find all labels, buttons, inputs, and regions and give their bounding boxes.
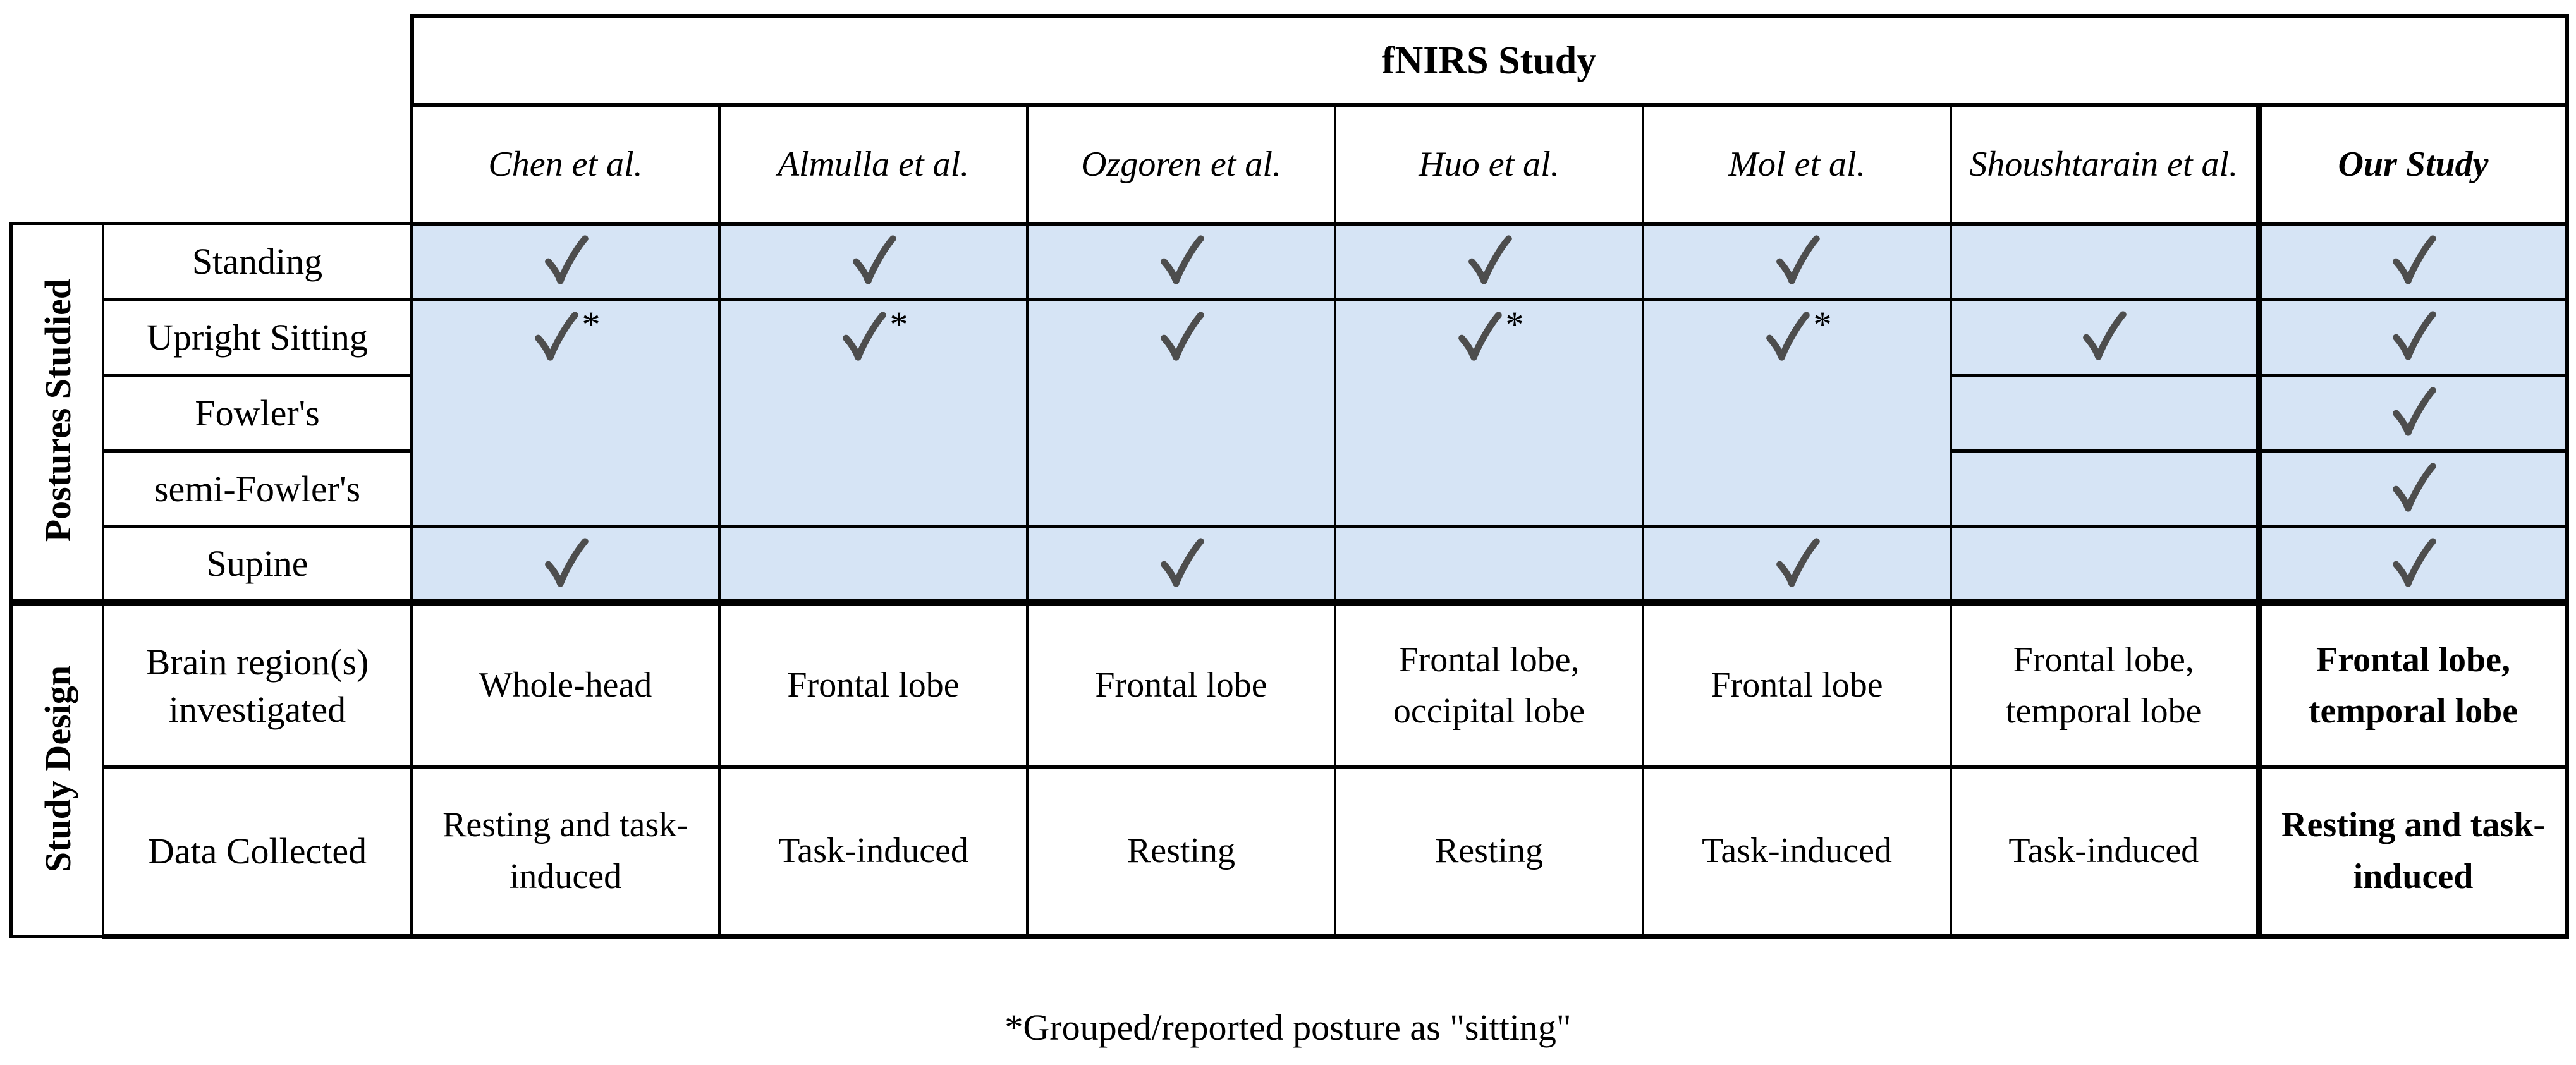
corner-gap [11,16,412,224]
cell-mol-supine [1642,525,1952,606]
cell-huo-data-collected: Resting [1334,765,1644,939]
table-title: fNIRS Study [409,14,2569,107]
row-fowlers: Fowler's [11,374,2569,453]
cell-mol-upright-sitting: * [1642,298,1952,528]
cell-mol-standing [1642,222,1952,301]
checkmark-icon [1157,536,1206,589]
comparison-table: fNIRS Study Chen et al. Almulla et al. O… [9,14,2569,939]
cell-shoushtarain-semi-fowlers [1950,449,2260,528]
cell-shoushtarain-brain-regions: Frontal lobe, temporal lobe [1950,599,2260,769]
cell-our-study-upright-sitting [2255,298,2569,377]
checkmark-icon [1157,233,1206,286]
cell-almulla-upright-sitting: * [718,298,1029,528]
row-standing: Postures Studied Standing [9,222,2569,604]
cell-chen-data-collected: Resting and task-induced [410,765,721,939]
cell-shoushtarain-supine [1950,525,2260,606]
checkmark-icon: * [1336,301,1642,372]
cell-ozgoren-brain-regions: Frontal lobe [1026,599,1336,769]
row-column-headers: Chen et al. Almulla et al. Ozgoren et al… [11,103,2569,226]
row-label-semi-fowlers: semi-Fowler's [102,449,413,528]
row-upright-sitting: Upright Sitting * * * * [11,298,2569,528]
cell-almulla-supine [718,525,1029,606]
cell-ozgoren-data-collected: Resting [1026,765,1336,939]
footnote: *Grouped/reported posture as "sitting" [1004,1007,1572,1048]
checkmark-icon [2389,233,2438,286]
cell-mol-brain-regions: Frontal lobe [1642,599,1952,769]
cell-almulla-brain-regions: Frontal lobe [718,599,1029,769]
col-header-huo: Huo et al. [1334,103,1644,226]
col-header-mol: Mol et al. [1642,103,1952,226]
checkmark-icon [2389,461,2438,514]
col-header-almulla: Almulla et al. [718,103,1029,226]
cell-huo-upright-sitting: * [1334,298,1644,528]
checkmark-icon [541,233,590,286]
postures-studied-label: Postures Studied [37,279,78,542]
checkmark-icon [541,536,590,589]
checkmark-icon: * [413,301,718,372]
row-label-standing: Standing [102,222,413,301]
checkmark-icon [1773,536,1822,589]
checkmark-icon [2389,536,2438,589]
row-semi-fowlers: semi-Fowler's [11,449,2569,528]
cell-almulla-standing [718,222,1029,301]
row-label-upright-sitting: Upright Sitting [102,298,413,377]
row-supine: Supine [11,525,2569,606]
checkmark-icon [2389,385,2438,438]
cell-our-study-brain-regions: Frontal lobe, temporal lobe [2255,599,2569,769]
checkmark-icon [2079,309,2128,362]
cell-our-study-standing [2255,222,2569,301]
row-brain-regions: Study Design Brain region(s) investigate… [9,599,2569,938]
col-header-ozgoren: Ozgoren et al. [1026,103,1336,226]
cell-huo-supine [1334,525,1644,606]
cell-almulla-data-collected: Task-induced [718,765,1029,939]
asterisk-note-marker: * [1813,304,1832,345]
cell-shoushtarain-upright-sitting [1950,298,2260,377]
checkmark-icon [2389,309,2438,362]
cell-huo-standing [1334,222,1644,301]
cell-shoushtarain-fowlers [1950,374,2260,453]
col-header-our-study: Our Study [2255,103,2569,226]
cell-huo-brain-regions: Frontal lobe, occipital lobe [1334,599,1644,769]
checkmark-icon [1773,233,1822,286]
row-label-supine: Supine [102,525,413,606]
cell-our-study-supine [2255,525,2569,606]
checkmark-icon: * [721,301,1026,372]
cell-ozgoren-upright-sitting [1026,298,1336,528]
row-label-fowlers: Fowler's [102,374,413,453]
cell-chen-brain-regions: Whole-head [410,599,721,769]
cell-ozgoren-standing [1026,222,1336,301]
cell-shoushtarain-data-collected: Task-induced [1950,765,2260,939]
cell-ozgoren-supine [1026,525,1336,606]
checkmark-icon [1029,301,1334,372]
row-data-collected: Data Collected Resting and task-induced … [11,765,2569,939]
cell-our-study-fowlers [2255,374,2569,453]
row-label-brain-regions: Brain region(s) investigated [102,599,413,769]
checkmark-icon [1465,233,1514,286]
study-design-label: Study Design [37,665,78,873]
cell-chen-upright-sitting: * [410,298,721,528]
row-label-data-collected: Data Collected [102,765,413,939]
col-header-shoushtarain: Shoushtarain et al. [1950,103,2260,226]
row-title: fNIRS Study [11,14,2569,224]
cell-chen-standing [410,222,721,301]
cell-shoushtarain-standing [1950,222,2260,301]
cell-our-study-data-collected: Resting and task-induced [2255,765,2569,939]
checkmark-icon: * [1644,301,1950,372]
cell-chen-supine [410,525,721,606]
col-header-chen: Chen et al. [410,103,721,226]
group-label-study-design: Study Design [9,599,104,938]
group-label-postures-studied: Postures Studied [9,222,104,604]
checkmark-icon [849,233,898,286]
asterisk-note-marker: * [1505,304,1524,345]
cell-our-study-semi-fowlers [2255,449,2569,528]
asterisk-note-marker: * [889,304,908,345]
cell-mol-data-collected: Task-induced [1642,765,1952,939]
asterisk-note-marker: * [582,304,601,345]
